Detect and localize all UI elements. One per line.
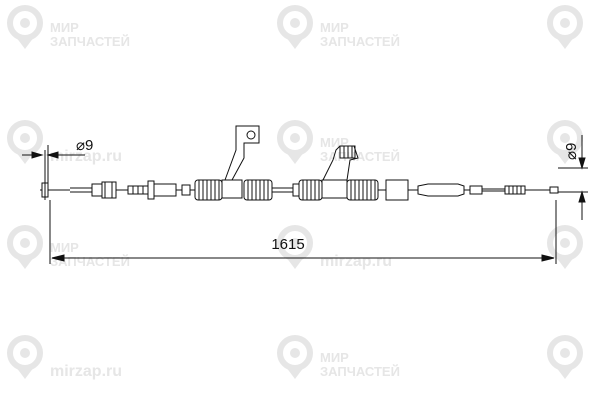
bellows-left [194, 179, 223, 201]
map-pin-logo-icon [7, 5, 43, 49]
right-end-fitting [504, 185, 559, 195]
map-pin-logo-icon [547, 5, 583, 49]
bellows-center-right [298, 179, 323, 201]
ferrule-left [91, 181, 128, 199]
map-pin-logo-icon [547, 225, 583, 269]
overall-length-label: 1615 [271, 236, 304, 253]
inner-wire-right [482, 188, 505, 192]
watermark-text: mirzap.ru [50, 148, 123, 165]
map-pin-logo-icon [7, 225, 43, 269]
adjuster-left [127, 180, 195, 200]
mounting-bracket-left [221, 125, 260, 199]
overall-length-dimension [49, 200, 557, 264]
map-pin-logo-icon [277, 335, 313, 379]
map-pin-logo-icon [547, 335, 583, 379]
map-pin-logo-icon [277, 120, 313, 164]
right-diameter-dimension [558, 135, 588, 220]
left-diameter-label: ⌀9 [76, 137, 93, 154]
watermark-text: mirzap.ru [50, 363, 123, 380]
right-diameter-label: ⌀9 [563, 143, 580, 160]
tapered-ferrule [417, 183, 483, 197]
inner-wire-left [70, 187, 92, 193]
mounting-bracket-right [321, 145, 359, 199]
map-pin-logo-icon [7, 335, 43, 379]
left-diameter-dimension [22, 145, 85, 192]
map-pin-logo-icon [547, 120, 583, 164]
map-pin-logo-icon [7, 120, 43, 164]
map-pin-logo-icon [277, 225, 313, 269]
bellows-center-left [243, 179, 273, 201]
bellows-right [346, 179, 379, 201]
middle-tube [272, 183, 300, 197]
casing-sleeve [378, 179, 418, 201]
map-pin-logo-icon [277, 5, 313, 49]
